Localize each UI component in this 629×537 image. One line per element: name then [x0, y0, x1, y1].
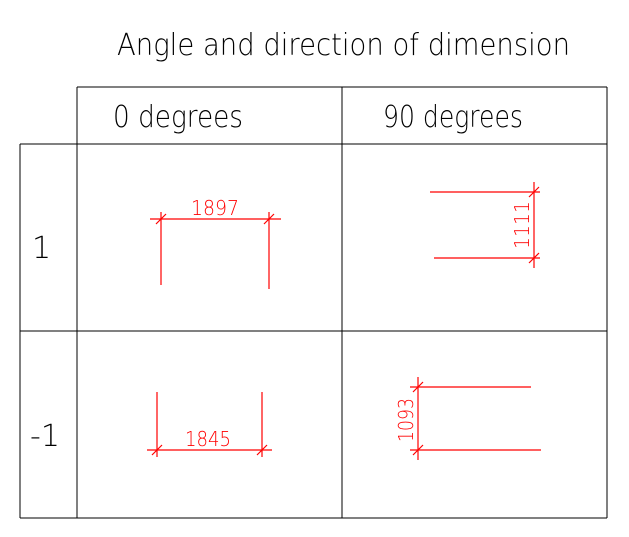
column-header-0-degrees: 0 degrees: [113, 100, 243, 135]
dimension-r1c1: [150, 212, 281, 289]
tick-mark: [263, 213, 275, 225]
dimension-r1c2: [430, 182, 540, 268]
tick-mark: [528, 186, 540, 198]
row-label-minus-1: -1: [30, 419, 60, 454]
table-grid: [19, 86, 608, 519]
dimension-text-r1c2: 1111: [510, 201, 534, 249]
dimension-r2c2: [410, 377, 541, 460]
tick-mark: [155, 213, 167, 225]
row-label-1: 1: [32, 231, 51, 266]
tick-mark: [412, 381, 424, 393]
dimension-r2c1: [147, 392, 272, 457]
dimension-text-r2c2: 1093: [394, 398, 418, 442]
diagram-title: Angle and direction of dimension: [117, 28, 570, 63]
dimension-text-r1c1: 1897: [191, 196, 239, 220]
tick-mark: [412, 444, 424, 456]
tick-mark: [528, 252, 540, 264]
dimension-text-r2c1: 1845: [185, 427, 231, 451]
tick-mark: [256, 444, 268, 456]
column-header-90-degrees: 90 degrees: [383, 100, 523, 135]
tick-mark: [151, 444, 163, 456]
